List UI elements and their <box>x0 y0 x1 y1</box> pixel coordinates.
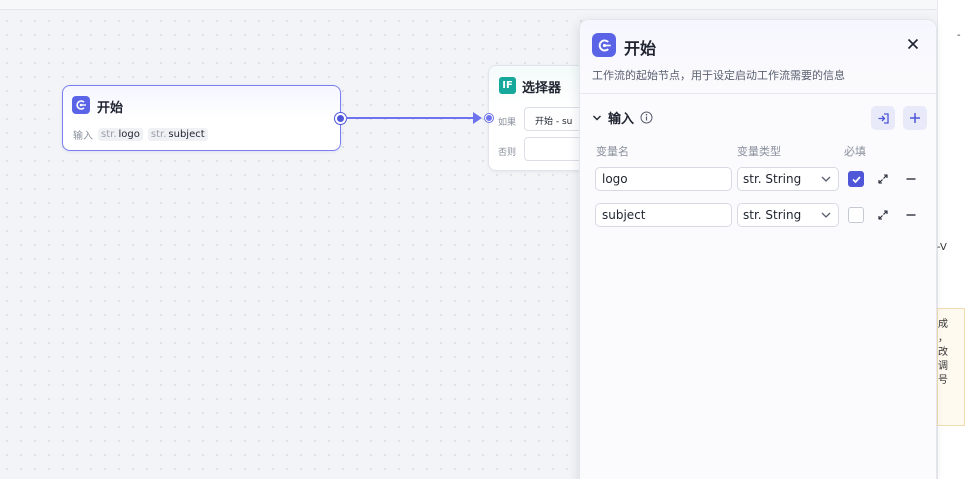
if-node-icon: IF <box>499 77 516 94</box>
input-tag-type: str. <box>150 129 167 140</box>
panel-title[interactable]: 开始 <box>624 39 657 58</box>
if-label: 如果 <box>498 118 517 128</box>
background-text: 调 <box>938 361 948 372</box>
panel-description: 工作流的起始节点，用于设定启动工作流需要的信息 <box>592 69 845 82</box>
connection-edge[interactable] <box>346 117 480 119</box>
expand-button[interactable] <box>875 171 891 187</box>
connection-arrow-icon <box>473 112 482 124</box>
import-icon <box>878 112 889 124</box>
input-section-title: 输入 <box>608 112 635 127</box>
start-icon <box>592 33 616 57</box>
expand-icon <box>878 174 888 184</box>
start-node-icon <box>72 96 90 114</box>
input-tag-name: logo <box>118 129 140 140</box>
input-tag-subject: str.subject <box>147 128 208 141</box>
if-node-title: 选择器 <box>522 81 562 96</box>
background-text: 改 <box>938 347 948 358</box>
variable-type-select[interactable]: str. String <box>737 203 839 227</box>
input-tag-type: str. <box>101 129 117 140</box>
close-icon[interactable] <box>903 34 923 54</box>
start-node-input-label: 输入 <box>73 131 93 142</box>
check-icon <box>851 175 861 183</box>
background-text: - <box>957 30 961 41</box>
remove-variable-button[interactable] <box>903 171 919 187</box>
column-header-required: 必填 <box>844 145 866 158</box>
variable-row: logo str. String <box>595 167 925 191</box>
remove-variable-button[interactable] <box>903 207 919 223</box>
else-label: 否则 <box>498 148 517 158</box>
variable-name-input[interactable]: subject <box>595 203 732 227</box>
if-node-input-port[interactable] <box>485 114 493 122</box>
expand-icon <box>878 210 888 220</box>
start-node-title: 开始 <box>97 101 124 116</box>
background-text: -V <box>937 242 947 253</box>
start-node-inputs: 输入 str.logo str.subject <box>73 127 208 142</box>
chevron-down-icon <box>821 212 831 218</box>
variable-type-value: str. String <box>743 172 802 186</box>
column-header-name: 变量名 <box>596 145 629 158</box>
add-variable-button[interactable] <box>903 106 927 130</box>
panel-header: 开始 工作流的起始节点，用于设定启动工作流需要的信息 <box>580 20 936 94</box>
minus-icon <box>906 214 916 216</box>
column-header-type: 变量类型 <box>737 145 781 158</box>
required-checkbox[interactable] <box>848 207 864 223</box>
chevron-down-icon <box>821 176 831 182</box>
node-config-panel: 开始 工作流的起始节点，用于设定启动工作流需要的信息 输入 变量名 变量类型 必… <box>579 19 937 479</box>
background-text: 成 <box>938 319 948 330</box>
chevron-down-icon[interactable] <box>592 113 602 123</box>
variable-type-select[interactable]: str. String <box>737 167 839 191</box>
expand-button[interactable] <box>875 207 891 223</box>
start-node-output-port[interactable] <box>335 113 346 124</box>
start-node[interactable]: 开始 输入 str.logo str.subject <box>62 85 341 151</box>
input-section-header[interactable]: 输入 <box>592 108 653 127</box>
background-text: ， <box>938 333 948 344</box>
background-text: 号 <box>938 375 948 386</box>
variable-row: subject str. String <box>595 203 925 227</box>
minus-icon <box>906 178 916 180</box>
input-tag-logo: str.logo <box>98 128 143 141</box>
variable-name-input[interactable]: logo <box>595 167 732 191</box>
if-node[interactable]: IF 选择器 如果 开始 - su 否则 <box>485 65 594 171</box>
required-checkbox[interactable] <box>848 171 864 187</box>
import-variables-button[interactable] <box>871 106 895 130</box>
info-icon[interactable] <box>640 111 653 124</box>
canvas-toolbar-strip <box>0 0 965 10</box>
plus-icon <box>910 113 920 123</box>
input-tag-name: subject <box>168 129 205 140</box>
variable-type-value: str. String <box>743 208 802 222</box>
